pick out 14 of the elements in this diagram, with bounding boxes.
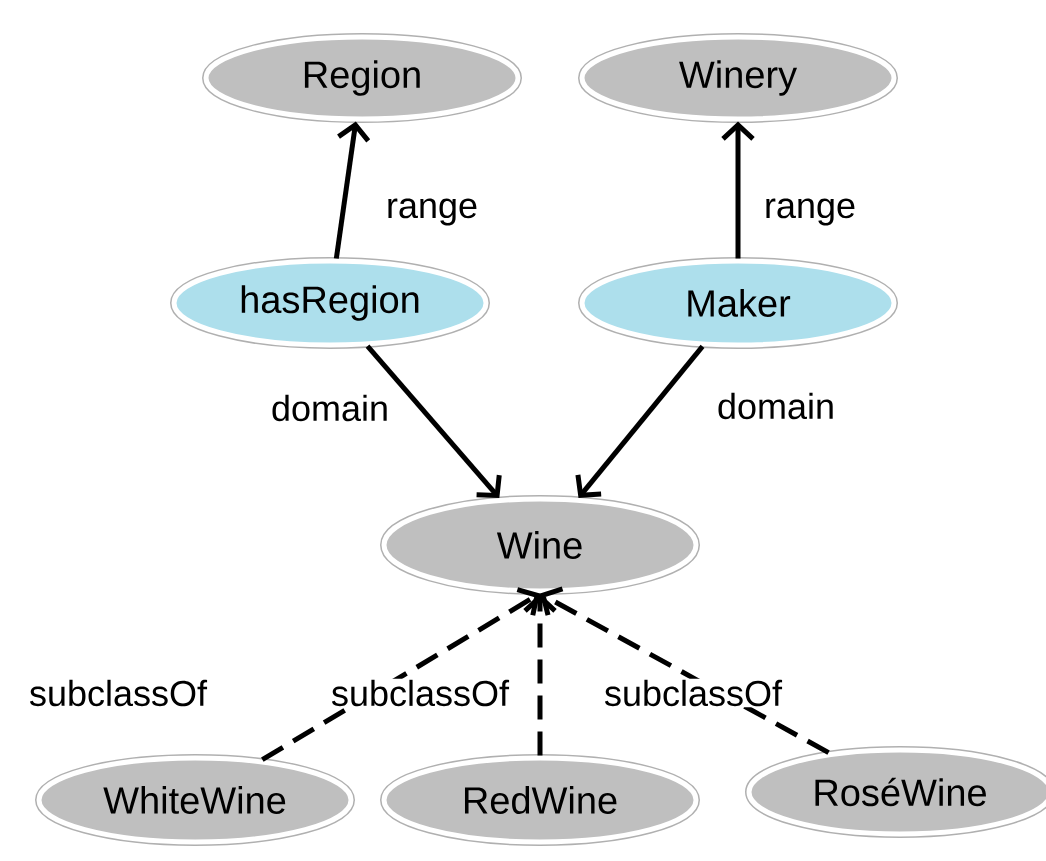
- edge-label: subclassOf: [603, 678, 784, 708]
- edge-label: range: [384, 197, 480, 227]
- edge-label: domain: [715, 391, 837, 421]
- dashed-arrow: [523, 593, 557, 756]
- arrow: [575, 344, 705, 498]
- edge-label: subclassOf: [329, 678, 511, 708]
- dashed-arrow: [261, 587, 540, 762]
- edge-label: subclassOf: [28, 678, 209, 708]
- arrow: [333, 121, 371, 259]
- edge-label: range: [762, 197, 858, 227]
- edge-label: domain: [269, 393, 391, 423]
- dashed-arrow: [540, 586, 830, 755]
- arrow: [721, 121, 755, 259]
- arrow: [365, 344, 502, 499]
